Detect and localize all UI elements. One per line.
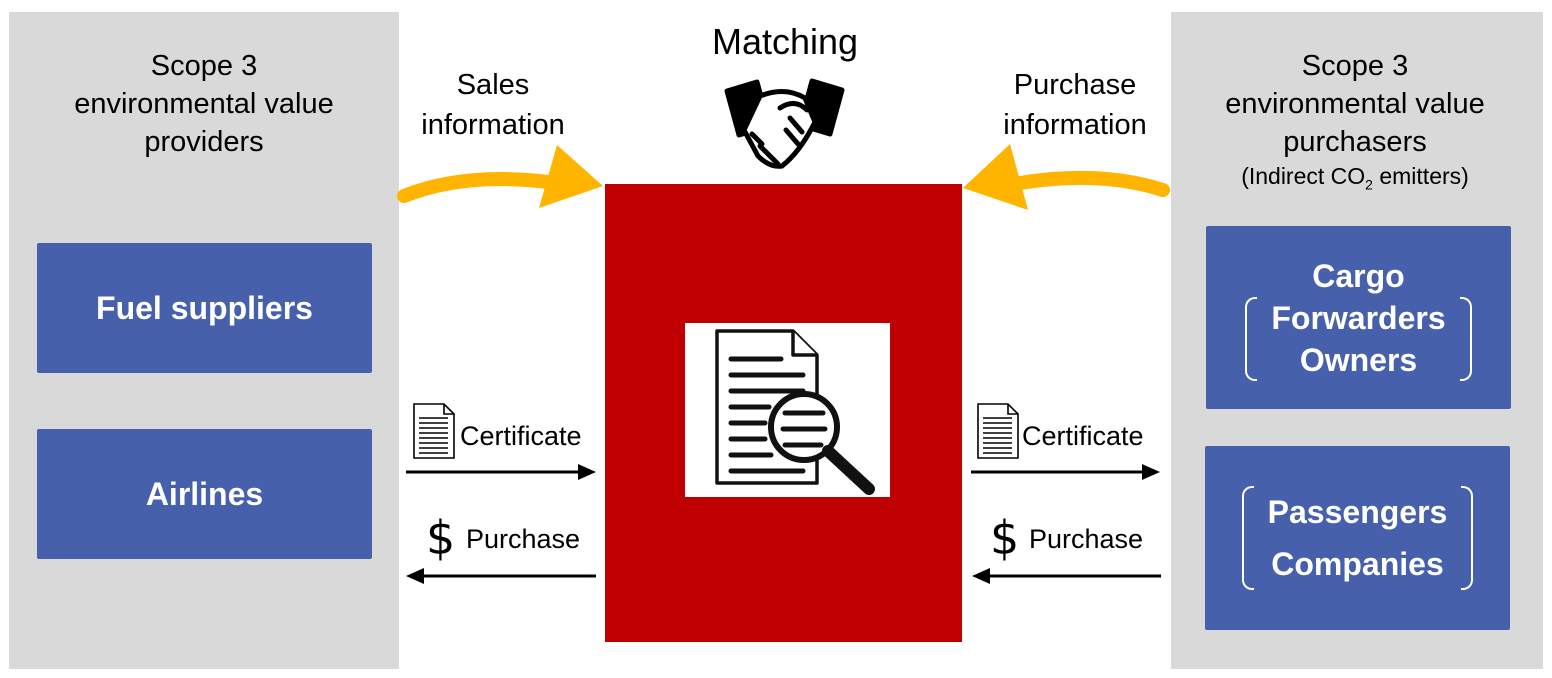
cargo-bracket-group: Forwarders Owners — [1245, 296, 1472, 381]
document-search-icon — [715, 329, 875, 495]
document-icon — [413, 403, 455, 459]
matching-title: Matching — [711, 21, 859, 62]
certificate-arrow-left — [406, 464, 596, 480]
note-prefix: (Indirect CO — [1241, 163, 1366, 189]
sales-information-line: Sales — [456, 69, 530, 101]
sales-information-label: Sales information — [400, 65, 586, 145]
purchasers-title-line: purchasers — [1283, 126, 1427, 158]
purchase-arrow-left — [406, 568, 596, 584]
forwarders-label: Forwarders — [1271, 299, 1446, 336]
passengers-box: Passengers Companies — [1205, 446, 1510, 630]
providers-title: Scope 3 environmental value providers — [9, 47, 399, 161]
airlines-box: Airlines — [37, 429, 372, 559]
purchase-information-arrow — [963, 144, 1170, 210]
purchase-information-line: Purchase — [1013, 69, 1137, 101]
certificate-arrow-right — [971, 464, 1160, 480]
dollar-icon: $ — [426, 511, 456, 565]
note-subscript: 2 — [1365, 176, 1373, 193]
note-suffix: emitters) — [1372, 163, 1469, 189]
dollar-icon: $ — [990, 511, 1020, 565]
companies-label: Companies — [1271, 546, 1444, 582]
airlines-label: Airlines — [145, 476, 264, 512]
purchase-label-right: Purchase — [1029, 524, 1144, 554]
cargo-box: Cargo Forwarders Owners — [1206, 226, 1511, 409]
purchase-information-label: Purchase information — [985, 65, 1165, 145]
fuel-suppliers-box: Fuel suppliers — [37, 243, 372, 373]
cargo-label: Cargo — [1312, 257, 1405, 294]
certificate-label-left: Certificate — [460, 421, 582, 451]
fuel-suppliers-label: Fuel suppliers — [96, 290, 313, 326]
purchase-information-line: information — [1003, 109, 1147, 141]
purchasers-title-line: environmental value — [1225, 88, 1485, 120]
purchasers-title-line: Scope 3 — [1301, 50, 1409, 82]
sales-information-arrow — [397, 145, 603, 208]
document-search-card — [685, 323, 890, 497]
certificate-label-right: Certificate — [1022, 421, 1144, 451]
document-icon — [977, 403, 1019, 459]
providers-title-line: providers — [144, 126, 264, 158]
passengers-bracket-group: Passengers Companies — [1241, 486, 1474, 590]
providers-title-line: Scope 3 — [150, 50, 258, 82]
purchasers-title: Scope 3 environmental value purchasers — [1171, 47, 1539, 161]
handshake-icon — [724, 78, 845, 169]
purchase-label-left: Purchase — [466, 524, 581, 554]
owners-label: Owners — [1299, 341, 1418, 378]
sales-information-line: information — [421, 109, 565, 141]
indirect-emitters-note: (Indirect CO2 emitters) — [1171, 163, 1539, 193]
passengers-label: Passengers — [1267, 494, 1448, 530]
purchase-arrow-right — [972, 568, 1161, 584]
providers-title-line: environmental value — [74, 88, 334, 120]
